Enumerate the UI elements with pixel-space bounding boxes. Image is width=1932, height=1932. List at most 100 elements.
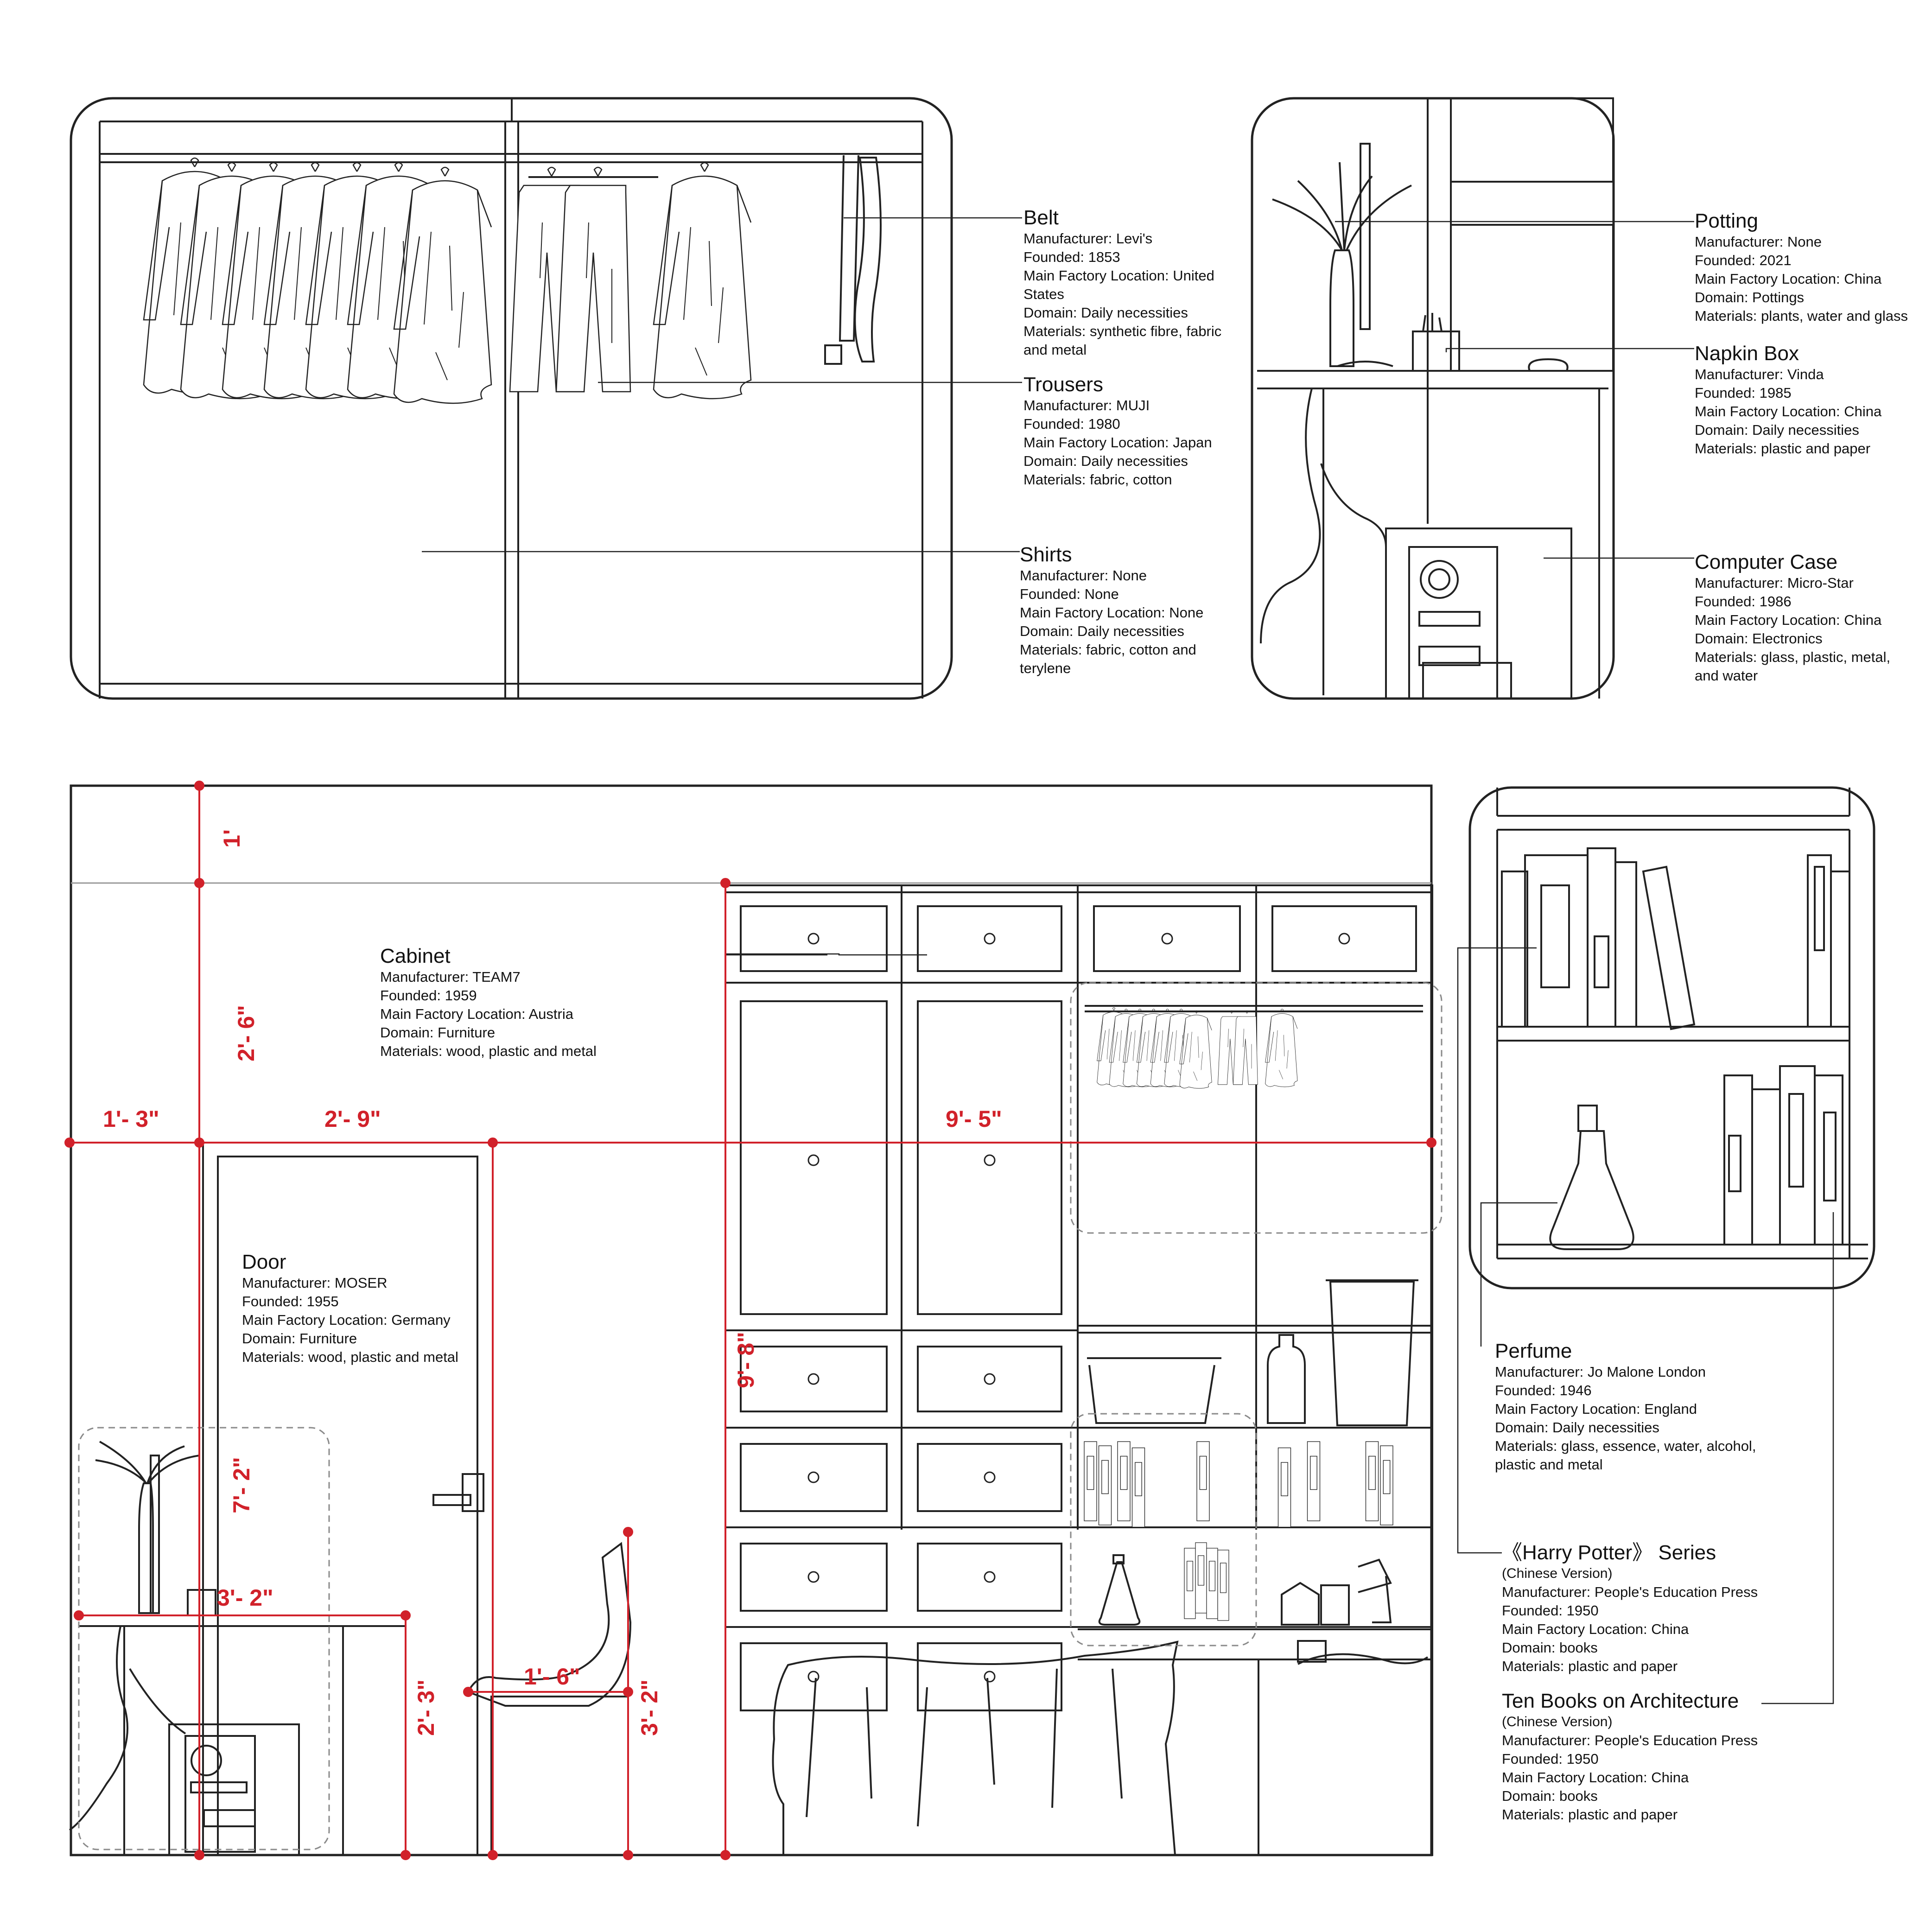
- napkin-box-drawing: [1412, 313, 1460, 372]
- shirts-detail: Materials: fabric, cotton and terylene: [1020, 642, 1196, 676]
- belt-annotation: Belt Manufacturer: Levi's Founded: 1853 …: [1023, 206, 1232, 359]
- door-detail: Domain: Furniture: [242, 1330, 357, 1347]
- napkin-box-annotation: Napkin Box Manufacturer: Vinda Founded: …: [1695, 342, 1917, 458]
- shirts-detail: Founded: None: [1020, 586, 1119, 602]
- computer-case-detail: Materials: glass, plastic, metal, and wa…: [1695, 649, 1891, 684]
- napkin-box-title: Napkin Box: [1695, 342, 1799, 365]
- shirts-annotation: Shirts Manufacturer: None Founded: None …: [1020, 543, 1205, 678]
- door-title: Door: [242, 1251, 286, 1273]
- potting-detail: Domain: Pottings: [1695, 289, 1805, 305]
- dimension-label: 7'- 2": [228, 1457, 254, 1513]
- perfume-title: Perfume: [1495, 1340, 1572, 1362]
- cabinet-clothes: [1097, 1007, 1298, 1089]
- dimension-label: 1'- 6": [524, 1664, 580, 1690]
- computer-case-detail: Manufacturer: Micro-Star: [1695, 575, 1854, 591]
- belt-drawing: [824, 155, 882, 365]
- trousers-detail: Main Factory Location: Japan: [1023, 434, 1212, 451]
- perfume-drawing: [1549, 1105, 1634, 1250]
- perfume-detail: Main Factory Location: England: [1495, 1401, 1697, 1417]
- belt-detail: Manufacturer: Levi's: [1023, 230, 1153, 247]
- computer-case-detail: Main Factory Location: China: [1695, 612, 1882, 628]
- belt-detail: Materials: synthetic fibre, fabric and m…: [1023, 323, 1222, 358]
- belt-detail: Main Factory Location: United States: [1023, 267, 1214, 302]
- harry-potter-detail: Materials: plastic and paper: [1502, 1658, 1678, 1674]
- ten-books-detail: Materials: plastic and paper: [1502, 1806, 1678, 1823]
- napkin-box-detail: Main Factory Location: China: [1695, 403, 1882, 419]
- cabinet-shelf-books-2: [1183, 1542, 1230, 1621]
- trousers-title: Trousers: [1023, 373, 1103, 396]
- perfume-detail: Manufacturer: Jo Malone London: [1495, 1364, 1706, 1380]
- dimension-label: 2'- 6": [233, 1005, 259, 1061]
- cabinet-title: Cabinet: [380, 945, 451, 967]
- trousers-detail: Founded: 1980: [1023, 416, 1120, 432]
- bookshelf-closeup-panel: [1468, 786, 1875, 1290]
- trousers-detail: Manufacturer: MUJI: [1023, 397, 1150, 413]
- trousers-drawing: [509, 162, 752, 400]
- potting-annotation: Potting Manufacturer: None Founded: 2021…: [1695, 210, 1917, 325]
- dimension-label: 2'- 9": [324, 1106, 381, 1132]
- dimension-label: 9'- 8": [732, 1332, 759, 1388]
- cabinet-detail: Materials: wood, plastic and metal: [380, 1043, 597, 1059]
- shirts-detail: Domain: Daily necessities: [1020, 623, 1184, 639]
- ten-books-drawing: [1723, 1065, 1843, 1246]
- wardrobe-closeup-panel: [70, 97, 953, 700]
- cabinet-books: [1083, 1441, 1394, 1528]
- trousers-annotation: Trousers Manufacturer: MUJI Founded: 198…: [1023, 373, 1232, 489]
- belt-title: Belt: [1023, 206, 1059, 229]
- cabinet-annotation: Cabinet Manufacturer: TEAM7 Founded: 195…: [380, 945, 640, 1061]
- shirts-title: Shirts: [1020, 543, 1072, 566]
- dimension-label: 2'- 3": [413, 1679, 439, 1736]
- dimension-label: 9'- 5": [946, 1106, 1002, 1132]
- perfume-detail: Domain: Daily necessities: [1495, 1419, 1659, 1436]
- napkin-box-detail: Domain: Daily necessities: [1695, 422, 1859, 438]
- ten-books-title: Ten Books on Architecture: [1502, 1690, 1739, 1712]
- computer-case-title: Computer Case: [1695, 551, 1838, 573]
- potting-detail: Manufacturer: None: [1695, 234, 1822, 250]
- perfume-detail: Materials: glass, essence, water, alcoho…: [1495, 1438, 1756, 1473]
- cabinet-drawing: [724, 884, 1433, 1856]
- ten-books-detail: Main Factory Location: China: [1502, 1769, 1689, 1786]
- harry-potter-title: 《Harry Potter》 Series: [1502, 1541, 1716, 1564]
- potting-detail: Founded: 2021: [1695, 252, 1792, 268]
- main-elevation: [69, 784, 1433, 1856]
- dimension-label: 1': [218, 829, 245, 848]
- harry-potter-detail: Manufacturer: People's Education Press: [1502, 1584, 1758, 1600]
- cabinet-detail: Domain: Furniture: [380, 1024, 496, 1041]
- perfume-annotation: Perfume Manufacturer: Jo Malone London F…: [1495, 1340, 1782, 1474]
- ten-books-annotation: Ten Books on Architecture (Chinese Versi…: [1502, 1690, 1789, 1824]
- perfume-detail: Founded: 1946: [1495, 1382, 1592, 1398]
- computer-case-detail: Founded: 1986: [1695, 593, 1792, 610]
- door-detail: Manufacturer: MOSER: [242, 1275, 388, 1291]
- potting-drawing: [1272, 143, 1412, 367]
- cabinet-knobs: [807, 933, 1350, 1683]
- potting-detail: Main Factory Location: China: [1695, 271, 1882, 287]
- dimension-label: 1'- 3": [103, 1106, 159, 1132]
- door-annotation: Door Manufacturer: MOSER Founded: 1955 M…: [242, 1251, 492, 1366]
- ten-books-detail: Manufacturer: People's Education Press: [1502, 1732, 1758, 1748]
- computer-case-drawing: [1385, 527, 1572, 699]
- door-detail: Founded: 1955: [242, 1293, 339, 1309]
- cabinet-detail: Manufacturer: TEAM7: [380, 969, 521, 985]
- napkin-box-detail: Materials: plastic and paper: [1695, 440, 1871, 457]
- belt-detail: Domain: Daily necessities: [1023, 305, 1188, 321]
- desk-closeup-panel: [1251, 97, 1615, 700]
- napkin-box-detail: Founded: 1985: [1695, 385, 1792, 401]
- cabinet-detail: Main Factory Location: Austria: [380, 1006, 573, 1022]
- dimension-lines: [64, 781, 1436, 1860]
- computer-case-detail: Domain: Electronics: [1695, 630, 1823, 647]
- shirts-detail: Manufacturer: None: [1020, 567, 1147, 584]
- dimension-label: 3'- 2": [217, 1585, 273, 1611]
- trousers-detail: Domain: Daily necessities: [1023, 453, 1188, 469]
- harry-potter-books: [1501, 847, 1850, 1030]
- belt-detail: Founded: 1853: [1023, 249, 1120, 265]
- leader-lines: [422, 217, 1834, 1704]
- shirts-detail: Main Factory Location: None: [1020, 604, 1204, 621]
- bed-drawing: [772, 1640, 1429, 1856]
- potting-title: Potting: [1695, 210, 1758, 232]
- cabinet-detail: Founded: 1959: [380, 987, 477, 1004]
- ten-books-detail: Founded: 1950: [1502, 1751, 1599, 1767]
- computer-case-annotation: Computer Case Manufacturer: Micro-Star F…: [1695, 551, 1913, 685]
- ten-books-subtitle: (Chinese Version): [1502, 1714, 1613, 1729]
- potting-detail: Materials: plants, water and glass: [1695, 308, 1908, 324]
- dimension-label: 3'- 2": [636, 1679, 662, 1736]
